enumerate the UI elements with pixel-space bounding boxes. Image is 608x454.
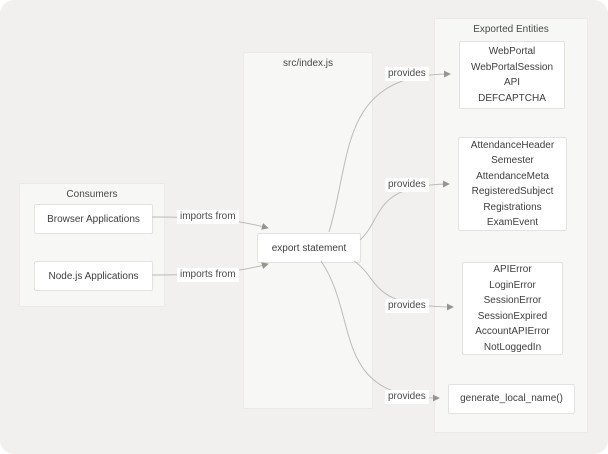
entity-line: SessionError [483,295,542,306]
entity-line: API [503,77,521,88]
edge-label-provides-webportal: provides [385,67,429,81]
entity-line: AttendanceHeader [470,139,555,151]
entity-box-webportal: WebPortal WebPortalSession API DEFCAPTCH… [459,41,565,109]
edge-label-provides-errors: provides [385,299,429,313]
node-browser-applications: Browser Applications [34,204,153,234]
entity-line: WebPortalSession [470,61,554,73]
entity-line: RegisteredSubject [471,186,554,197]
entity-line: LoginError [489,279,536,291]
group-exported-entities-title: Exported Entities [473,24,549,35]
entity-line: Semester [491,155,534,166]
edge-label-imports-from-nodejs: imports from [177,268,239,282]
edge-label-provides-generate-local-name: provides [385,390,429,404]
node-export-statement: export statement [257,233,361,263]
edge-label-imports-from-browser: imports from [177,210,239,224]
entity-line: WebPortal [488,46,536,57]
edge-label-provides-attendance: provides [385,178,429,192]
node-nodejs-applications: Node.js Applications [34,261,153,291]
group-src-index-js-title: src/index.js [282,58,333,69]
group-consumers-title: Consumers [66,189,118,200]
node-export-statement-label: export statement [271,242,347,254]
entity-line: ExamEvent [486,217,539,228]
entity-line: NotLoggedIn [483,341,542,353]
entity-box-generate-local-name: generate_local_name() [448,384,575,414]
group-consumers: Consumers Browser Applications Node.js A… [19,183,165,307]
entity-line: SessionExpired [477,310,548,322]
entity-box-errors: APIError LoginError SessionError Session… [462,262,563,355]
entity-line: DEFCAPTCHA [478,92,546,104]
group-src-index-js: src/index.js export statement [243,52,373,409]
entity-line: APIError [493,264,532,275]
entity-line: Registrations [483,201,542,213]
entity-line: AttendanceMeta [476,170,549,182]
entity-line: AccountAPIError [475,326,550,337]
node-browser-applications-label: Browser Applications [47,213,140,225]
node-nodejs-applications-label: Node.js Applications [48,270,139,282]
entity-line: generate_local_name() [460,393,563,405]
entity-box-attendance: AttendanceHeader Semester AttendanceMeta… [458,137,567,231]
group-exported-entities: Exported Entities WebPortal WebPortalSes… [434,18,588,433]
